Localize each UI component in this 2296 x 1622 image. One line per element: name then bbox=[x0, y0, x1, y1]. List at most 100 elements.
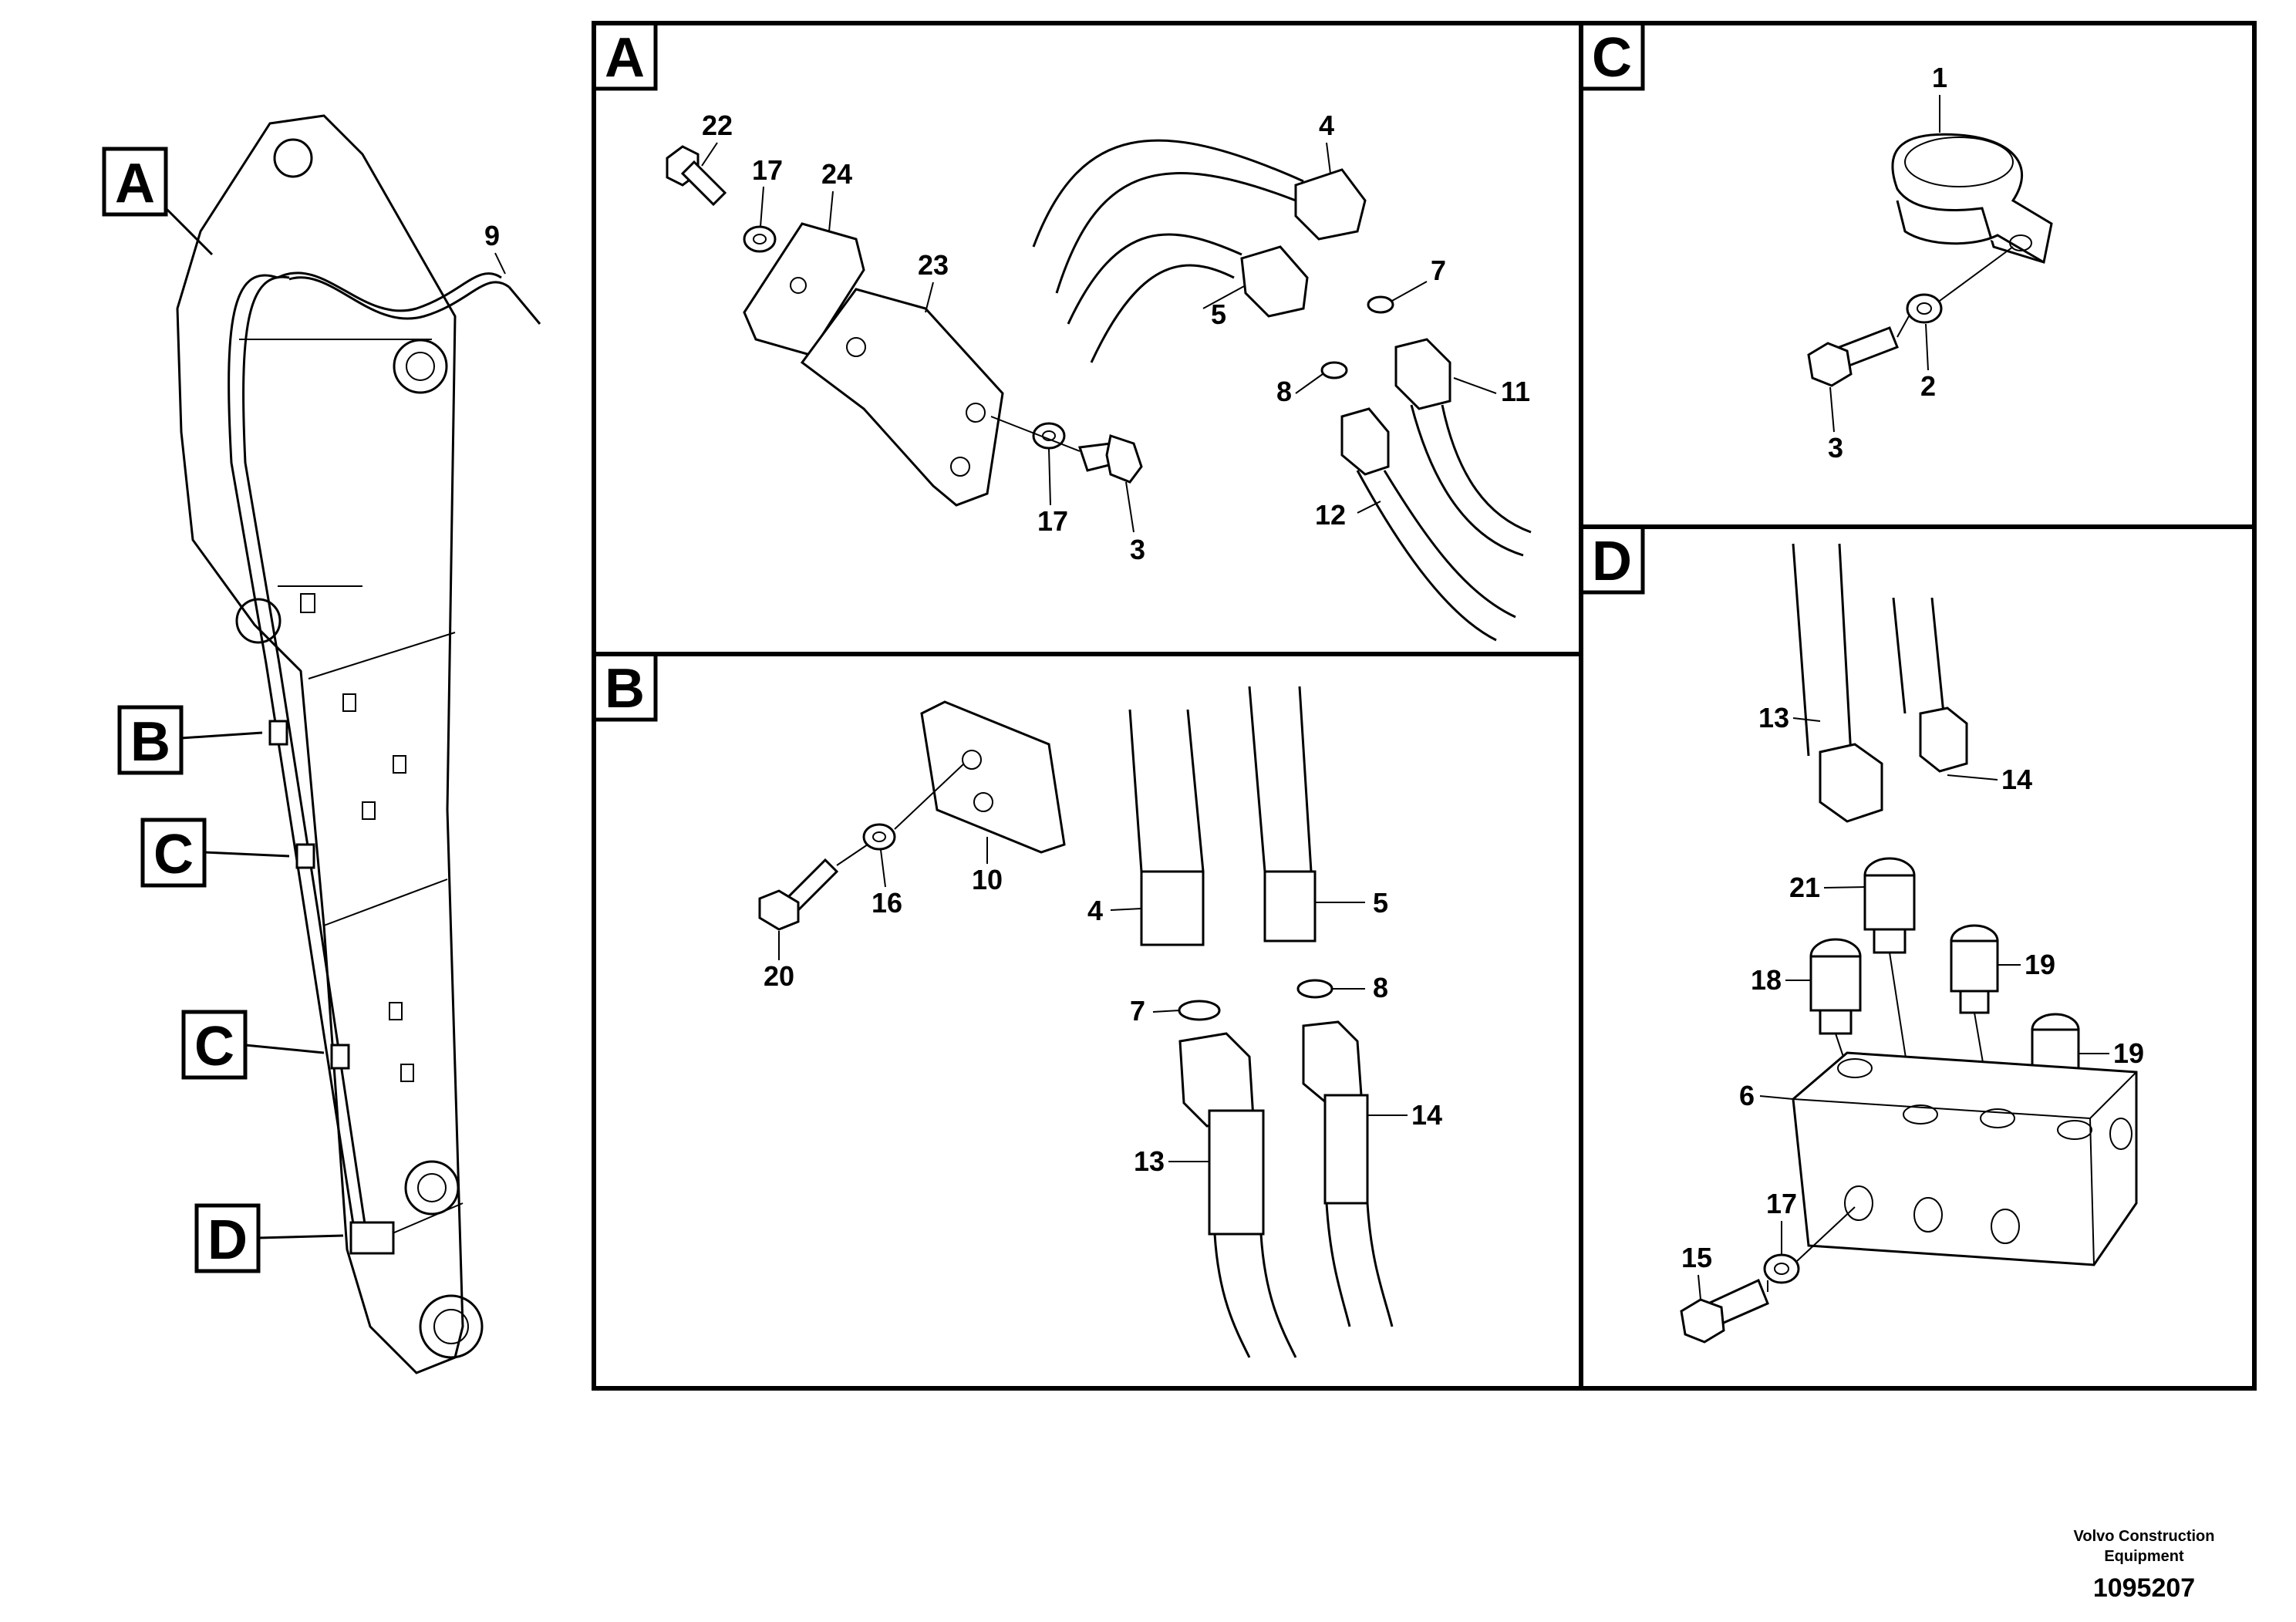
hose-line-inner bbox=[242, 275, 383, 1243]
callout-d-15: 15 bbox=[1681, 1242, 1712, 1273]
fitting-5-a bbox=[1240, 245, 1309, 318]
hose-assembly-b bbox=[1128, 686, 1394, 1358]
callout-a-24: 24 bbox=[821, 158, 852, 190]
callout-b-5: 5 bbox=[1373, 887, 1388, 919]
washer-17-lower bbox=[1032, 422, 1066, 450]
callout-a-17-lower: 17 bbox=[1037, 505, 1068, 537]
plate-10 bbox=[920, 700, 1066, 854]
callout-b-14: 14 bbox=[1411, 1099, 1442, 1131]
document-number: 1095207 bbox=[2093, 1573, 2195, 1603]
svg-text:A: A bbox=[605, 27, 645, 89]
callout-a-8: 8 bbox=[1276, 376, 1292, 407]
distribution-block bbox=[349, 1221, 395, 1255]
washer-16 bbox=[862, 823, 896, 851]
callout-d-13: 13 bbox=[1758, 702, 1789, 733]
bolt-3-a bbox=[1077, 434, 1143, 484]
bolt-3-c bbox=[1807, 326, 1899, 387]
washer-17-d bbox=[1763, 1253, 1800, 1284]
callout-d-21: 21 bbox=[1789, 872, 1820, 903]
fitting-11-a bbox=[1394, 338, 1451, 410]
washer-2 bbox=[1906, 293, 1943, 324]
company-name-line1: Volvo Construction bbox=[2074, 1528, 2215, 1545]
callout-a-17-top: 17 bbox=[752, 154, 783, 186]
callout-b-4: 4 bbox=[1087, 895, 1103, 926]
pivot-boss-bottom bbox=[419, 1294, 484, 1359]
bolt-22 bbox=[666, 145, 727, 207]
adapter-21 bbox=[1863, 857, 1916, 954]
clamp-half-24 bbox=[743, 222, 865, 356]
callout-b-8: 8 bbox=[1373, 972, 1388, 1003]
hose-end-9 bbox=[507, 286, 541, 325]
fitting-4-a bbox=[1294, 168, 1367, 241]
hose-assembly-a bbox=[1032, 139, 1532, 642]
bolt-15 bbox=[1680, 1278, 1769, 1344]
hose-line-top-run bbox=[277, 271, 502, 312]
svg-text:B: B bbox=[605, 658, 645, 720]
axis-line-a bbox=[990, 416, 1081, 452]
arm-tabs bbox=[300, 593, 414, 1082]
o-ring-8-b bbox=[1296, 979, 1333, 999]
panel-c: C 1 2 3 bbox=[1579, 21, 2053, 464]
svg-text:C: C bbox=[1592, 27, 1632, 89]
fitting-4-b bbox=[1140, 870, 1205, 946]
svg-text:D: D bbox=[207, 1209, 248, 1271]
washer-17-top bbox=[743, 225, 777, 253]
panel-d: D bbox=[1579, 524, 2144, 1344]
callout-c-1: 1 bbox=[1932, 62, 1947, 93]
arm-side-edge bbox=[239, 339, 464, 1250]
callout-d-6: 6 bbox=[1739, 1080, 1755, 1111]
panel-b: B bbox=[592, 652, 1442, 1358]
o-ring-7-b bbox=[1178, 1000, 1221, 1021]
callout-a-22: 22 bbox=[702, 110, 733, 141]
callout-b-10: 10 bbox=[972, 864, 1003, 895]
view-label-d: D bbox=[194, 1203, 344, 1273]
view-label-b: B bbox=[117, 705, 263, 775]
callout-a-4: 4 bbox=[1319, 110, 1334, 141]
callout-a-23: 23 bbox=[918, 249, 949, 281]
callout-a-12: 12 bbox=[1315, 499, 1346, 531]
bolt-20 bbox=[758, 858, 839, 931]
callout-c-3: 3 bbox=[1828, 432, 1843, 464]
svg-text:C: C bbox=[153, 824, 194, 885]
svg-text:B: B bbox=[130, 711, 170, 773]
detail-frame bbox=[592, 21, 2257, 1391]
fitting-14-d bbox=[1919, 706, 1968, 773]
callout-a-7: 7 bbox=[1431, 255, 1446, 286]
callout-a-3: 3 bbox=[1130, 534, 1145, 565]
fitting-5-b bbox=[1263, 870, 1317, 943]
callout-d-19-b: 19 bbox=[2113, 1037, 2144, 1069]
pivot-boss-front bbox=[393, 339, 448, 394]
arm-outline bbox=[176, 114, 464, 1374]
p-clamp-1 bbox=[1891, 133, 2053, 264]
callout-a-5: 5 bbox=[1211, 298, 1226, 330]
pivot-boss-mid bbox=[235, 598, 282, 644]
footer: Volvo Construction Equipment 1095207 bbox=[2074, 1528, 2215, 1603]
clamp-plate-23 bbox=[800, 288, 1004, 507]
callout-b-13: 13 bbox=[1134, 1145, 1165, 1177]
callout-9: 9 bbox=[484, 220, 500, 251]
fitting-12-a bbox=[1340, 407, 1390, 476]
company-name-line2: Equipment bbox=[2104, 1548, 2184, 1565]
o-ring-7-a bbox=[1367, 295, 1394, 314]
callout-b-7: 7 bbox=[1130, 995, 1145, 1027]
panel-a: A bbox=[592, 21, 1532, 642]
pivot-boss-lower bbox=[404, 1160, 460, 1216]
callout-a-11: 11 bbox=[1501, 376, 1530, 407]
callout-b-16: 16 bbox=[872, 887, 902, 919]
distribution-block-6 bbox=[1792, 1051, 2138, 1266]
callout-d-18: 18 bbox=[1751, 964, 1782, 996]
svg-text:D: D bbox=[1592, 531, 1632, 592]
hose-line-top-run-2 bbox=[288, 276, 510, 320]
view-label-c-upper: C bbox=[140, 818, 290, 888]
fitting-13-d bbox=[1819, 743, 1883, 823]
o-ring-8-a bbox=[1320, 361, 1348, 379]
svg-text:C: C bbox=[194, 1016, 234, 1077]
callout-d-14: 14 bbox=[2001, 764, 2032, 795]
callout-b-20: 20 bbox=[764, 960, 794, 992]
view-label-a: A bbox=[102, 147, 214, 256]
adapter-18 bbox=[1809, 938, 1862, 1035]
pivot-boss-top bbox=[273, 138, 313, 178]
clamp-b bbox=[268, 720, 288, 746]
svg-text:A: A bbox=[115, 153, 155, 214]
